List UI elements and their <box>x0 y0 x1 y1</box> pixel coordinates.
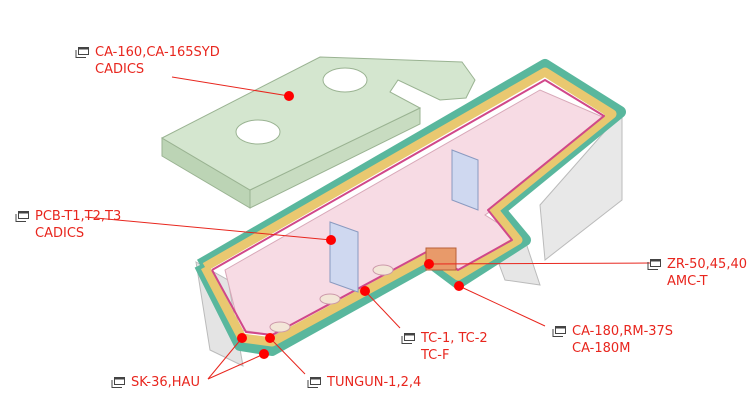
callout-zr[interactable]: ZR-50,45,40 AMC-T <box>647 256 747 290</box>
marker-sk-2 <box>259 349 269 359</box>
new-window-icon <box>401 333 415 344</box>
marker-pcb <box>326 235 336 245</box>
callout-zr-line2: AMC-T <box>667 274 708 289</box>
callout-zr-line1: ZR-50,45,40 <box>667 257 747 272</box>
new-window-icon <box>552 326 566 337</box>
lid <box>160 56 476 209</box>
marker-lid <box>284 91 294 101</box>
new-window-icon <box>15 211 29 222</box>
marker-tc <box>360 286 370 296</box>
callout-ca180-line1: CA-180,RM-37S <box>572 324 674 339</box>
callout-lid[interactable]: CA-160,CA-165SYD CADICS <box>75 44 220 78</box>
marker-tungun <box>265 333 275 343</box>
callout-sk-line1: SK-36,HAU <box>131 375 200 390</box>
new-window-icon <box>647 259 661 270</box>
leader-lines <box>84 76 651 380</box>
new-window-icon <box>75 47 89 58</box>
callout-pcb-line1: PCB-T1,T2,T3 <box>35 209 122 224</box>
callout-ca180[interactable]: CA-180,RM-37S CA-180M <box>552 323 674 357</box>
new-window-icon <box>307 377 321 388</box>
callout-ca180-line2: CA-180M <box>572 341 631 356</box>
callout-sk[interactable]: SK-36,HAU <box>111 374 200 391</box>
callout-tungun-line1: TUNGUN-1,2,4 <box>327 375 422 390</box>
new-window-icon <box>111 377 125 388</box>
callout-pcb-line2: CADICS <box>35 226 85 241</box>
marker-dots <box>237 91 464 359</box>
callout-lid-line2: CADICS <box>95 62 145 77</box>
marker-zr <box>424 259 434 269</box>
callout-tc-line2: TC-F <box>421 348 450 363</box>
callout-tc[interactable]: TC-1, TC-2 TC-F <box>401 330 488 364</box>
callout-pcb[interactable]: PCB-T1,T2,T3 CADICS <box>15 208 122 242</box>
callout-tungun[interactable]: TUNGUN-1,2,4 <box>307 374 422 391</box>
marker-sk-1 <box>237 333 247 343</box>
marker-ca180 <box>454 281 464 291</box>
container-box <box>194 59 626 367</box>
callout-lid-line1: CA-160,CA-165SYD <box>95 45 220 60</box>
callout-tc-line1: TC-1, TC-2 <box>421 331 488 346</box>
